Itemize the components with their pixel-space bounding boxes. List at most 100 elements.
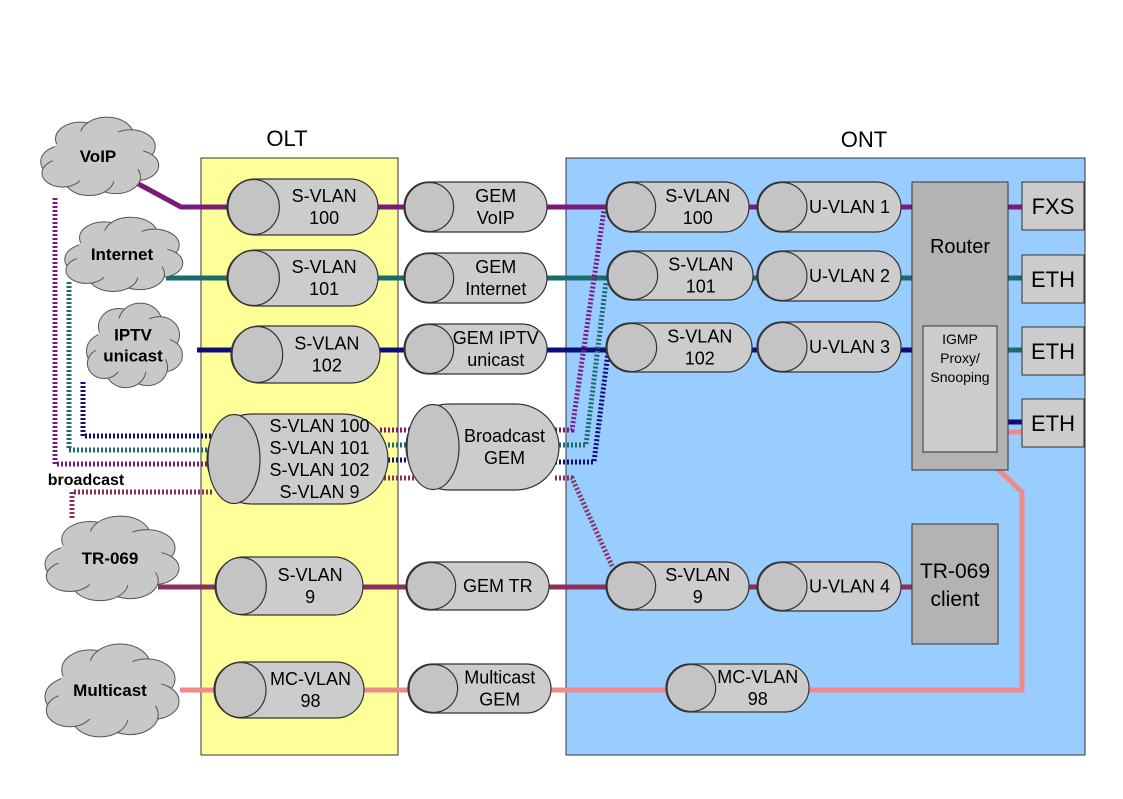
node-uvlan3: U-VLAN 3 (756, 321, 902, 373)
node-uvlan2: U-VLAN 2 (756, 250, 902, 302)
igmp-line-3: Snooping (930, 369, 989, 385)
tr069-client-line-1: TR-069 (920, 560, 990, 583)
node-gem-broadcast-label: GEM (484, 448, 525, 468)
node-ont-mcvlan98-label: 98 (748, 689, 768, 709)
igmp-box (922, 325, 998, 453)
node-svlan100-label: 100 (309, 208, 339, 228)
node-ont-svlan9-label: 9 (693, 587, 703, 607)
port-eth-2-label: ETH (1031, 339, 1075, 364)
node-gem-multicast-label: GEM (479, 690, 520, 710)
cloud-iptv: IPTV unicast (85, 302, 183, 389)
node-mcvlan98-label: 98 (300, 691, 320, 711)
cloud-iptv-label: unicast (103, 347, 163, 366)
multicast-line (180, 453, 1025, 693)
node-gem-multicast-label: Multicast (464, 668, 535, 688)
port-fxs-label: FXS (1032, 194, 1075, 219)
tr069-client-line-2: client (930, 588, 979, 611)
node-svlan-broadcast-label: S-VLAN 9 (279, 482, 359, 502)
node-ont-svlan102-label: S-VLAN (667, 327, 732, 347)
node-ont-mcvlan98-label: MC-VLAN (717, 667, 798, 687)
router-label: Router (930, 236, 990, 258)
broadcast-tr069-line (69, 489, 212, 518)
node-uvlan3-label: U-VLAN 3 (809, 337, 890, 357)
cloud-tr069-label: TR-069 (82, 549, 139, 568)
node-ont-svlan102-label: 102 (685, 349, 715, 369)
node-gem-tr: GEM TR (405, 561, 550, 611)
node-gem-voip-label: GEM (475, 186, 516, 206)
node-svlan-broadcast-label: S-VLAN 102 (269, 460, 369, 480)
broadcast-internet-line (66, 282, 212, 453)
node-uvlan1: U-VLAN 1 (756, 181, 902, 233)
port-eth-3 (1021, 398, 1085, 448)
port-eth-2 (1021, 326, 1085, 376)
node-uvlan4-label: U-VLAN 4 (809, 577, 890, 597)
node-gem-voip-label: VoIP (477, 208, 515, 228)
node-svlan101-label: 101 (309, 279, 339, 299)
node-gem-iptv-label: unicast (467, 350, 524, 370)
node-uvlan4: U-VLAN 4 (756, 561, 902, 612)
node-ont-svlan9-label: S-VLAN (665, 565, 730, 585)
node-svlan102-label: S-VLAN (294, 334, 359, 354)
ports: FXS ETH ETH ETH (1021, 181, 1085, 448)
node-uvlan1-label: U-VLAN 1 (809, 197, 890, 217)
port-eth-1-label: ETH (1031, 267, 1075, 292)
igmp-line-2: Proxy/ (940, 350, 980, 366)
node-ont-svlan101-label: 101 (686, 277, 716, 297)
ont-title: ONT (841, 127, 887, 152)
igmp-line-1: IGMP (942, 331, 978, 347)
node-gem-broadcast-label: Broadcast (464, 426, 545, 446)
bc-internet-ont (555, 281, 609, 448)
node-gem-iptv-label: GEM IPTV (453, 328, 539, 348)
cloud-tr069: TR-069 (44, 515, 180, 602)
node-ont-svlan101-label: S-VLAN (668, 255, 733, 275)
node-svlan9-label: 9 (305, 587, 315, 607)
node-gem-internet-label: GEM (475, 257, 516, 277)
broadcast-label: broadcast (48, 472, 125, 489)
bc-voip-ont (555, 209, 607, 433)
node-svlan102-label: 102 (312, 356, 342, 376)
node-uvlan2-label: U-VLAN 2 (809, 266, 890, 286)
bc-tr-ont (555, 475, 615, 568)
node-ont-svlan100-label: S-VLAN (665, 186, 730, 206)
cloud-multicast: Multicast (44, 643, 180, 738)
broadcast-iptv-line (80, 382, 212, 439)
node-svlan-broadcast-label: S-VLAN 100 (269, 416, 369, 436)
olt-title: OLT (266, 126, 307, 151)
broadcast-voip-line (52, 198, 212, 467)
cloud-multicast-label: Multicast (73, 681, 147, 700)
cloud-voip-label: VoIP (80, 147, 117, 166)
cloud-internet: Internet (64, 216, 184, 292)
port-eth-3-label: ETH (1031, 411, 1075, 436)
cloud-voip: VoIP (40, 116, 160, 197)
cloud-iptv-label: IPTV (114, 326, 152, 345)
node-svlan100-label: S-VLAN (292, 186, 357, 206)
node-ont-svlan100-label: 100 (683, 208, 713, 228)
node-gem-tr-label: GEM TR (463, 576, 533, 596)
cloud-internet-label: Internet (91, 245, 154, 264)
node-mcvlan98-label: MC-VLAN (270, 669, 351, 689)
port-eth-1 (1021, 254, 1085, 304)
node-svlan101-label: S-VLAN (292, 257, 357, 277)
node-svlan-broadcast-label: S-VLAN 101 (269, 438, 369, 458)
node-gem-internet-label: Internet (465, 279, 526, 299)
